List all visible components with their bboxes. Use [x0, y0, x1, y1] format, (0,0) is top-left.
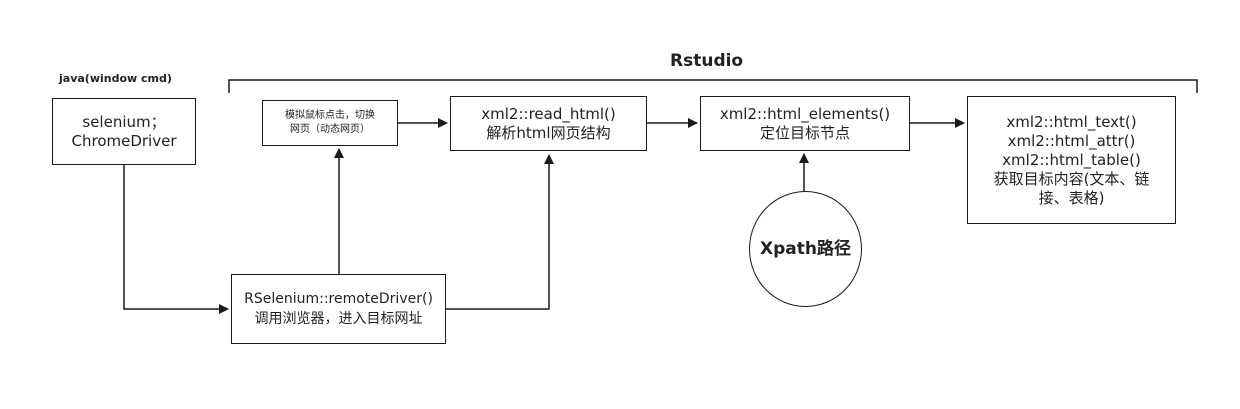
rstudio-bracket [228, 79, 1198, 93]
output-line1: xml2::html_text() [1006, 112, 1137, 131]
xpath-circle: Xpath路径 [749, 191, 862, 307]
remote-line2: 调用浏览器，进入目标网址 [254, 310, 423, 327]
html-elements-box: xml2::html_elements() 定位目标节点 [700, 96, 910, 151]
read-html-box: xml2::read_html() 解析html网页结构 [450, 96, 647, 151]
output-line2: xml2::html_attr() [1007, 131, 1136, 150]
mouse-click-box: 模拟鼠标点击，切换 网页（动态网页） [262, 100, 398, 146]
java-line2: ChromeDriver [71, 131, 177, 150]
read-line1: xml2::read_html() [481, 104, 616, 123]
xpath-label: Xpath路径 [760, 239, 851, 259]
remote-line1: RSelenium::remoteDriver() [244, 290, 433, 307]
read-line2: 解析html网页结构 [486, 123, 611, 142]
output-line5: 接、表格) [1038, 188, 1105, 207]
output-line3: xml2::html_table() [1002, 150, 1141, 169]
output-line4: 获取目标内容(文本、链 [993, 169, 1150, 188]
arrow-remote-to-read [446, 154, 554, 310]
mouse-line1: 模拟鼠标点击，切换 [285, 110, 375, 121]
mouse-line2: 网页（动态网页） [290, 124, 370, 135]
arrow-java-to-remote [123, 165, 229, 314]
java-box: selenium； ChromeDriver [52, 98, 196, 165]
elements-line1: xml2::html_elements() [719, 104, 891, 123]
java-line1: selenium； [82, 112, 166, 131]
java-title: java(window cmd) [59, 72, 172, 85]
remote-driver-box: RSelenium::remoteDriver() 调用浏览器，进入目标网址 [231, 274, 446, 344]
elements-line2: 定位目标节点 [759, 123, 850, 142]
rstudio-title: Rstudio [670, 51, 744, 71]
output-box: xml2::html_text() xml2::html_attr() xml2… [967, 96, 1176, 224]
